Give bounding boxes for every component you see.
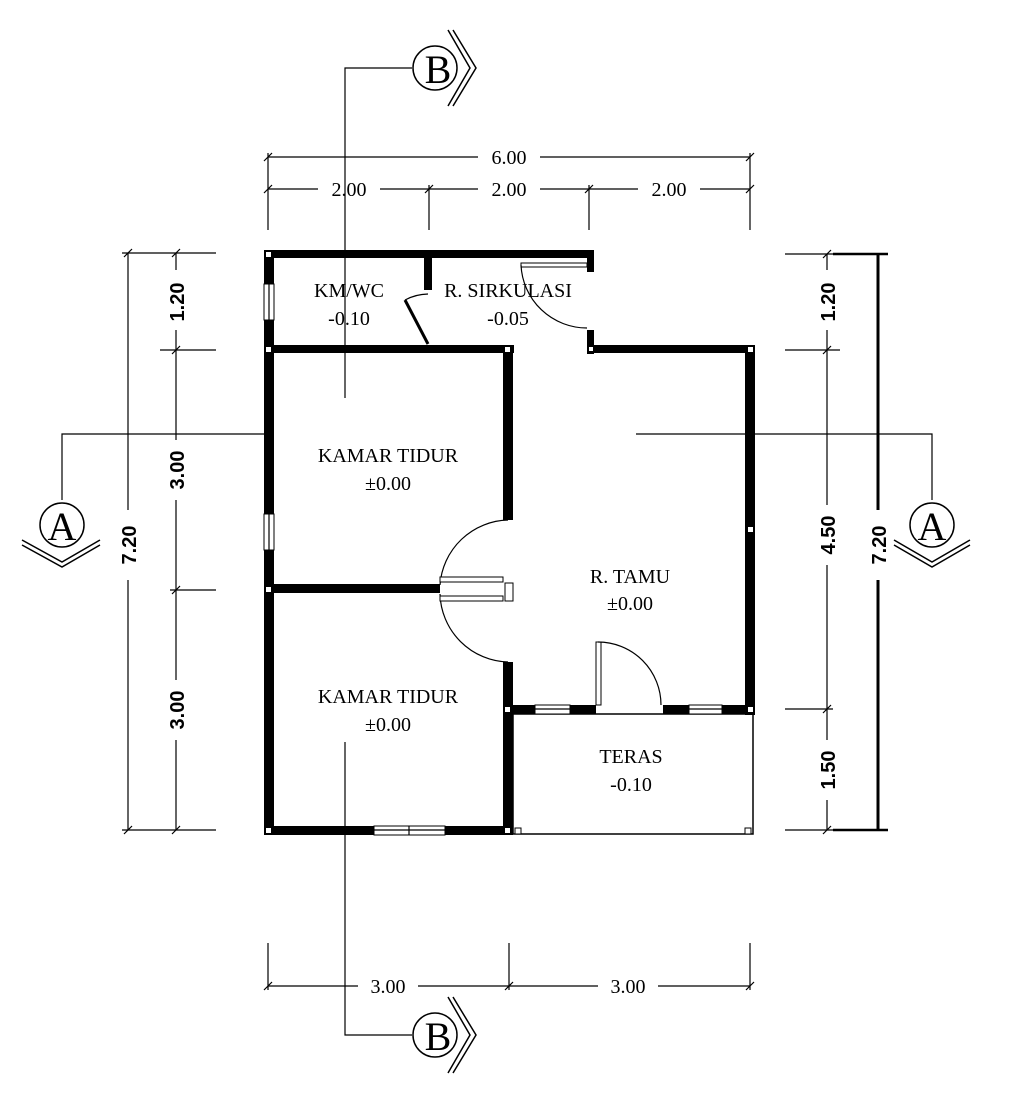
section-marker-a-left: A	[21, 502, 101, 568]
room-name: KM/WC	[314, 280, 384, 302]
room-level: ±0.00	[365, 473, 411, 495]
dimension-label: 7.20	[119, 526, 141, 565]
dimension-label: 2.00	[492, 179, 527, 201]
dimension-label: 7.20	[869, 526, 891, 565]
room-labels: KM/WC -0.10 R. SIRKULASI -0.05 KAMAR TID…	[314, 280, 671, 796]
room-name: R. SIRKULASI	[444, 280, 572, 302]
section-marker-b-bottom: B	[412, 996, 477, 1074]
windows	[263, 283, 748, 836]
dimension-label: 1.20	[818, 283, 840, 322]
room-name: TERAS	[599, 746, 662, 768]
dimension-bottom: 3.00 3.00	[263, 943, 755, 998]
dimension-label: 3.00	[167, 451, 189, 490]
dimension-label: 2.00	[652, 179, 687, 201]
section-letter: B	[425, 47, 452, 92]
dimension-label: 2.00	[332, 179, 367, 201]
dimension-label: 1.20	[167, 283, 189, 322]
dimension-label: 6.00	[492, 147, 527, 169]
dimension-right: 7.20 1.20 4.50 1.50	[785, 249, 891, 835]
dimension-label: 4.50	[818, 516, 840, 555]
dimension-label: 3.00	[167, 691, 189, 730]
dimension-label: 1.50	[818, 751, 840, 790]
section-marker-b-top: B	[412, 29, 477, 107]
dimension-label: 3.00	[371, 976, 406, 998]
dimension-top: 6.00 2.00 2.00 2.00	[263, 147, 755, 230]
section-marker-a-right: A	[893, 502, 971, 568]
section-letter: B	[425, 1014, 452, 1059]
section-letter: A	[48, 504, 77, 549]
dimension-label: 3.00	[611, 976, 646, 998]
room-name: KAMAR TIDUR	[318, 445, 459, 467]
room-level: ±0.00	[607, 593, 653, 615]
dimension-left: 7.20 1.20 3.00 3.00	[119, 248, 216, 835]
room-level: ±0.00	[365, 714, 411, 736]
room-level: -0.10	[328, 308, 370, 330]
room-level: -0.05	[487, 308, 529, 330]
doors	[403, 262, 662, 706]
column-markers	[266, 252, 753, 835]
section-line-b	[344, 67, 412, 1036]
room-name: R. TAMU	[590, 566, 671, 588]
section-letter: A	[918, 504, 947, 549]
room-level: -0.10	[610, 774, 652, 796]
section-line-a	[61, 433, 933, 500]
room-name: KAMAR TIDUR	[318, 686, 459, 708]
